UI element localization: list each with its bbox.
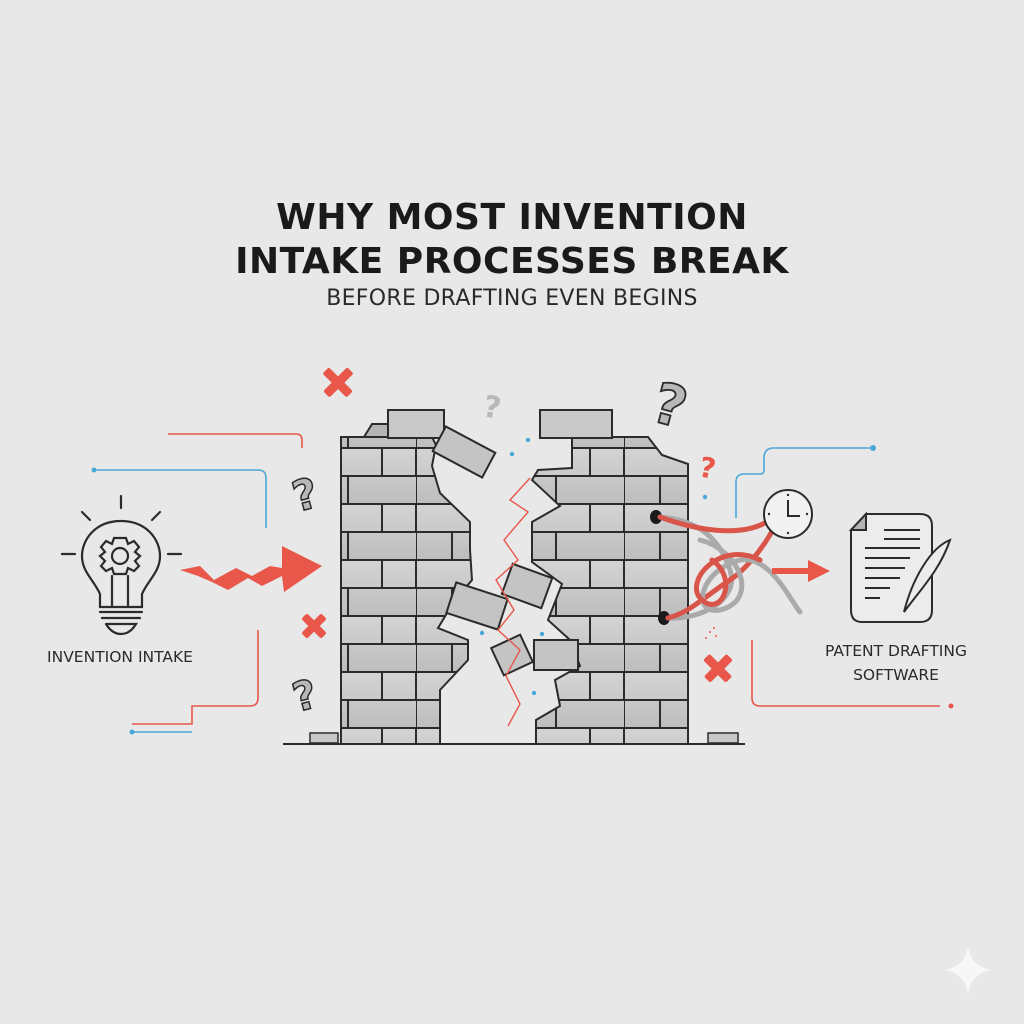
patent-drafting-label-line1: PATENT DRAFTING (825, 642, 967, 660)
arrow-right-icon (772, 560, 830, 582)
crack-line (495, 477, 531, 727)
broken-brick-wall-right (530, 409, 689, 745)
flying-bricks (431, 425, 579, 677)
broken-brick-wall-left (340, 409, 474, 745)
svg-text:?: ? (287, 468, 323, 522)
x-mark-icon (703, 654, 733, 683)
sparkle-dots (479, 437, 708, 696)
question-mark-icon: ? (287, 671, 323, 723)
question-mark-icon: ? (697, 450, 719, 485)
document-quill-icon (848, 511, 952, 623)
x-mark-icon (323, 367, 353, 397)
svg-text:?: ? (288, 671, 322, 721)
question-mark-icon: ? (286, 467, 324, 522)
title-line-1: WHY MOST INVENTION (276, 197, 748, 238)
question-mark-icon: ? (481, 389, 504, 426)
sparkle-watermark-icon (944, 946, 992, 994)
dotted-burst (705, 627, 717, 639)
connector-lines (91, 433, 954, 735)
lightbulb-gear-icon (60, 494, 183, 636)
clock-icon (763, 489, 813, 539)
patent-drafting-label-line2: SOFTWARE (853, 666, 939, 684)
x-mark-icon (302, 614, 326, 638)
title-line-2: INTAKE PROCESSES BREAK (235, 241, 789, 282)
zigzag-arrow-icon (180, 546, 322, 592)
invention-intake-label: INVENTION INTAKE (47, 648, 193, 666)
page-title: WHY MOST INVENTION INTAKE PROCESSES BREA… (0, 196, 1024, 284)
page-subtitle: BEFORE DRAFTING EVEN BEGINS (326, 286, 698, 311)
question-mark-icon: ? (646, 371, 694, 442)
